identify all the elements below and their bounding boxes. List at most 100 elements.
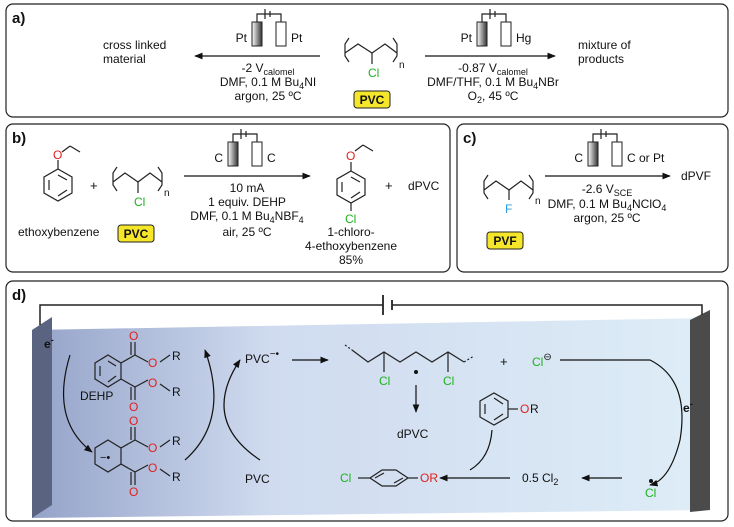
dehp-anion-oxygen-3: O xyxy=(129,485,138,499)
panel-a-right-electrode-icon xyxy=(476,9,512,47)
pvc-label: PVC xyxy=(245,472,270,486)
panel-c-electrode-icon xyxy=(587,129,623,167)
panel-b-product-oxygen: O xyxy=(346,149,355,163)
dehp-oxygen-4: O xyxy=(148,376,157,390)
panel-a-right-solvent: DMF/THF, 0.1 M Bu4NBr xyxy=(427,75,559,91)
chain-chlorine-1: Cl xyxy=(379,374,390,388)
panel-a-right-anode: Pt xyxy=(461,31,473,45)
dehp-anion-r-1: R xyxy=(172,434,181,448)
panel-d: d) e- e- O O O O R R D xyxy=(5,280,729,522)
dehp-anion-oxygen-4: O xyxy=(148,461,157,475)
arrow-pvc-reduction xyxy=(223,359,261,461)
panel-b-pvc-n: n xyxy=(164,188,170,199)
dehp-oxygen-2: O xyxy=(148,356,157,370)
panel-a-right-atmosphere: O2, 45 ºC xyxy=(468,89,519,105)
panel-a-left-product-1: cross linked xyxy=(103,38,166,52)
panel-b-byproduct: dPVC xyxy=(408,179,440,193)
panel-a-frame xyxy=(5,3,729,118)
dehp-oxygen-1: O xyxy=(129,329,138,343)
panel-b-anode: C xyxy=(214,151,223,165)
panel-a-right-product-2: products xyxy=(578,52,624,66)
cl2-label: 0.5 Cl2 xyxy=(522,471,558,487)
panel-c-solvent: DMF, 0.1 M Bu4NClO4 xyxy=(548,197,667,213)
panel-c-anode: C xyxy=(574,151,583,165)
panel-b-plus-1: + xyxy=(90,178,98,193)
panel-b-product-name-1: 1-chloro- xyxy=(327,225,374,239)
panel-b-pvc-chlorine: Cl xyxy=(134,195,145,209)
panel-a-pvc-chlorine: Cl xyxy=(368,66,379,80)
panel-b-product-name-2: 4-ethoxybenzene xyxy=(305,239,397,253)
dehp-anion-oxygen-1: O xyxy=(129,414,138,428)
radical-chain-structure xyxy=(344,344,475,372)
panel-c-pvf-fluorine: F xyxy=(505,202,512,216)
product-or: OR xyxy=(420,471,438,485)
dpvc-label: dPVC xyxy=(397,427,429,441)
panel-a-left-product-2: material xyxy=(103,52,146,66)
panel-b-condition-solvent: DMF, 0.1 M Bu4NBF4 xyxy=(190,209,303,225)
panel-a-pvc-n: n xyxy=(399,60,405,71)
panel-d-frame xyxy=(5,280,729,522)
panel-c-atmosphere: argon, 25 ºC xyxy=(573,211,640,225)
panel-b-pvc-badge xyxy=(117,224,155,243)
panel-a-pvc-structure xyxy=(344,37,398,64)
dehp-r-2: R xyxy=(172,385,181,399)
dehp-anion-oxygen-2: O xyxy=(148,441,157,455)
arrow-dehp-regeneration xyxy=(184,349,215,461)
arrow-aryl-ether-join xyxy=(469,429,493,471)
panel-a-left-solvent: DMF, 0.1 M Bu4NI xyxy=(220,75,316,91)
panel-b-product-structure xyxy=(336,144,374,211)
panel-a-left-atmosphere: argon, 25 ºC xyxy=(234,89,301,103)
panel-a-left-electrode-icon xyxy=(251,9,287,47)
chloride-anion: Cl⊖ xyxy=(532,352,552,369)
panel-c-label: c) xyxy=(463,130,476,147)
aryl-ether-r: R xyxy=(530,402,539,416)
chloro-aryl-ether-structure xyxy=(358,469,418,487)
left-electrode-plate xyxy=(32,317,52,518)
panel-a-right-potential: -0.87 Vcalomel xyxy=(458,61,528,77)
dehp-oxygen-3: O xyxy=(129,400,138,414)
aryl-ether-structure xyxy=(479,392,518,426)
panel-a-left-anode: Pt xyxy=(236,31,248,45)
panel-c-cathode: C or Pt xyxy=(627,151,665,165)
panel-b-reactant-name: ethoxybenzene xyxy=(18,225,100,239)
panel-c: c) F n PVF C C or Pt dPVF -2.6 VSCE DMF,… xyxy=(456,123,729,273)
panel-a-left-cathode: Pt xyxy=(291,31,303,45)
arrow-chloride-oxidation xyxy=(560,359,683,487)
chain-radical-dot xyxy=(414,370,418,374)
panel-a: a) Pt Pt cross linked material -2 Vcalom… xyxy=(5,3,729,118)
panel-b-cathode: C xyxy=(267,151,276,165)
panel-b-product-yield: 85% xyxy=(339,253,363,267)
panel-b-ethoxybenzene-structure xyxy=(43,145,81,202)
chain-chlorine-2: Cl xyxy=(443,374,454,388)
panel-c-pvf-structure xyxy=(483,174,534,200)
arrow-electron-to-dehp xyxy=(63,354,93,453)
panel-b-condition-atmosphere: air, 25 ºC xyxy=(222,225,271,239)
panel-b-ethoxy-oxygen: O xyxy=(53,148,62,162)
panel-c-pvf-badge xyxy=(486,231,524,250)
electron-right: e- xyxy=(683,399,693,415)
dehp-radical-anion-structure xyxy=(94,427,171,485)
dehp-radical-marker: −• xyxy=(100,452,110,464)
chlorine-radical: Cl xyxy=(645,486,656,500)
aryl-ether-oxygen: O xyxy=(520,402,529,416)
panel-c-potential: -2.6 VSCE xyxy=(582,182,633,198)
chain-plus: + xyxy=(500,354,508,369)
panel-b-electrode-icon xyxy=(227,129,263,167)
right-electrode-plate xyxy=(690,310,710,512)
panel-a-label: a) xyxy=(12,10,25,27)
panel-c-frame xyxy=(456,123,729,273)
panel-b-frame xyxy=(5,123,451,273)
panel-a-pvc-badge-text: PVC xyxy=(360,93,385,107)
panel-a-right-product-1: mixture of xyxy=(578,38,631,52)
panel-c-product: dPVF xyxy=(681,169,711,183)
dehp-r-1: R xyxy=(172,349,181,363)
panel-b-pvc-structure xyxy=(112,166,163,193)
pvc-radical-anion: PVC−• xyxy=(245,349,280,366)
panel-a-left-potential: -2 Vcalomel xyxy=(241,61,294,77)
panel-b-pvc-badge-text: PVC xyxy=(124,227,149,241)
panel-b-condition-dehp: 1 equiv. DEHP xyxy=(208,195,286,209)
panel-b-plus-2: + xyxy=(385,178,393,193)
dehp-anion-r-2: R xyxy=(172,470,181,484)
panel-b: b) O ethoxybenzene + Cl n PVC xyxy=(5,123,451,273)
